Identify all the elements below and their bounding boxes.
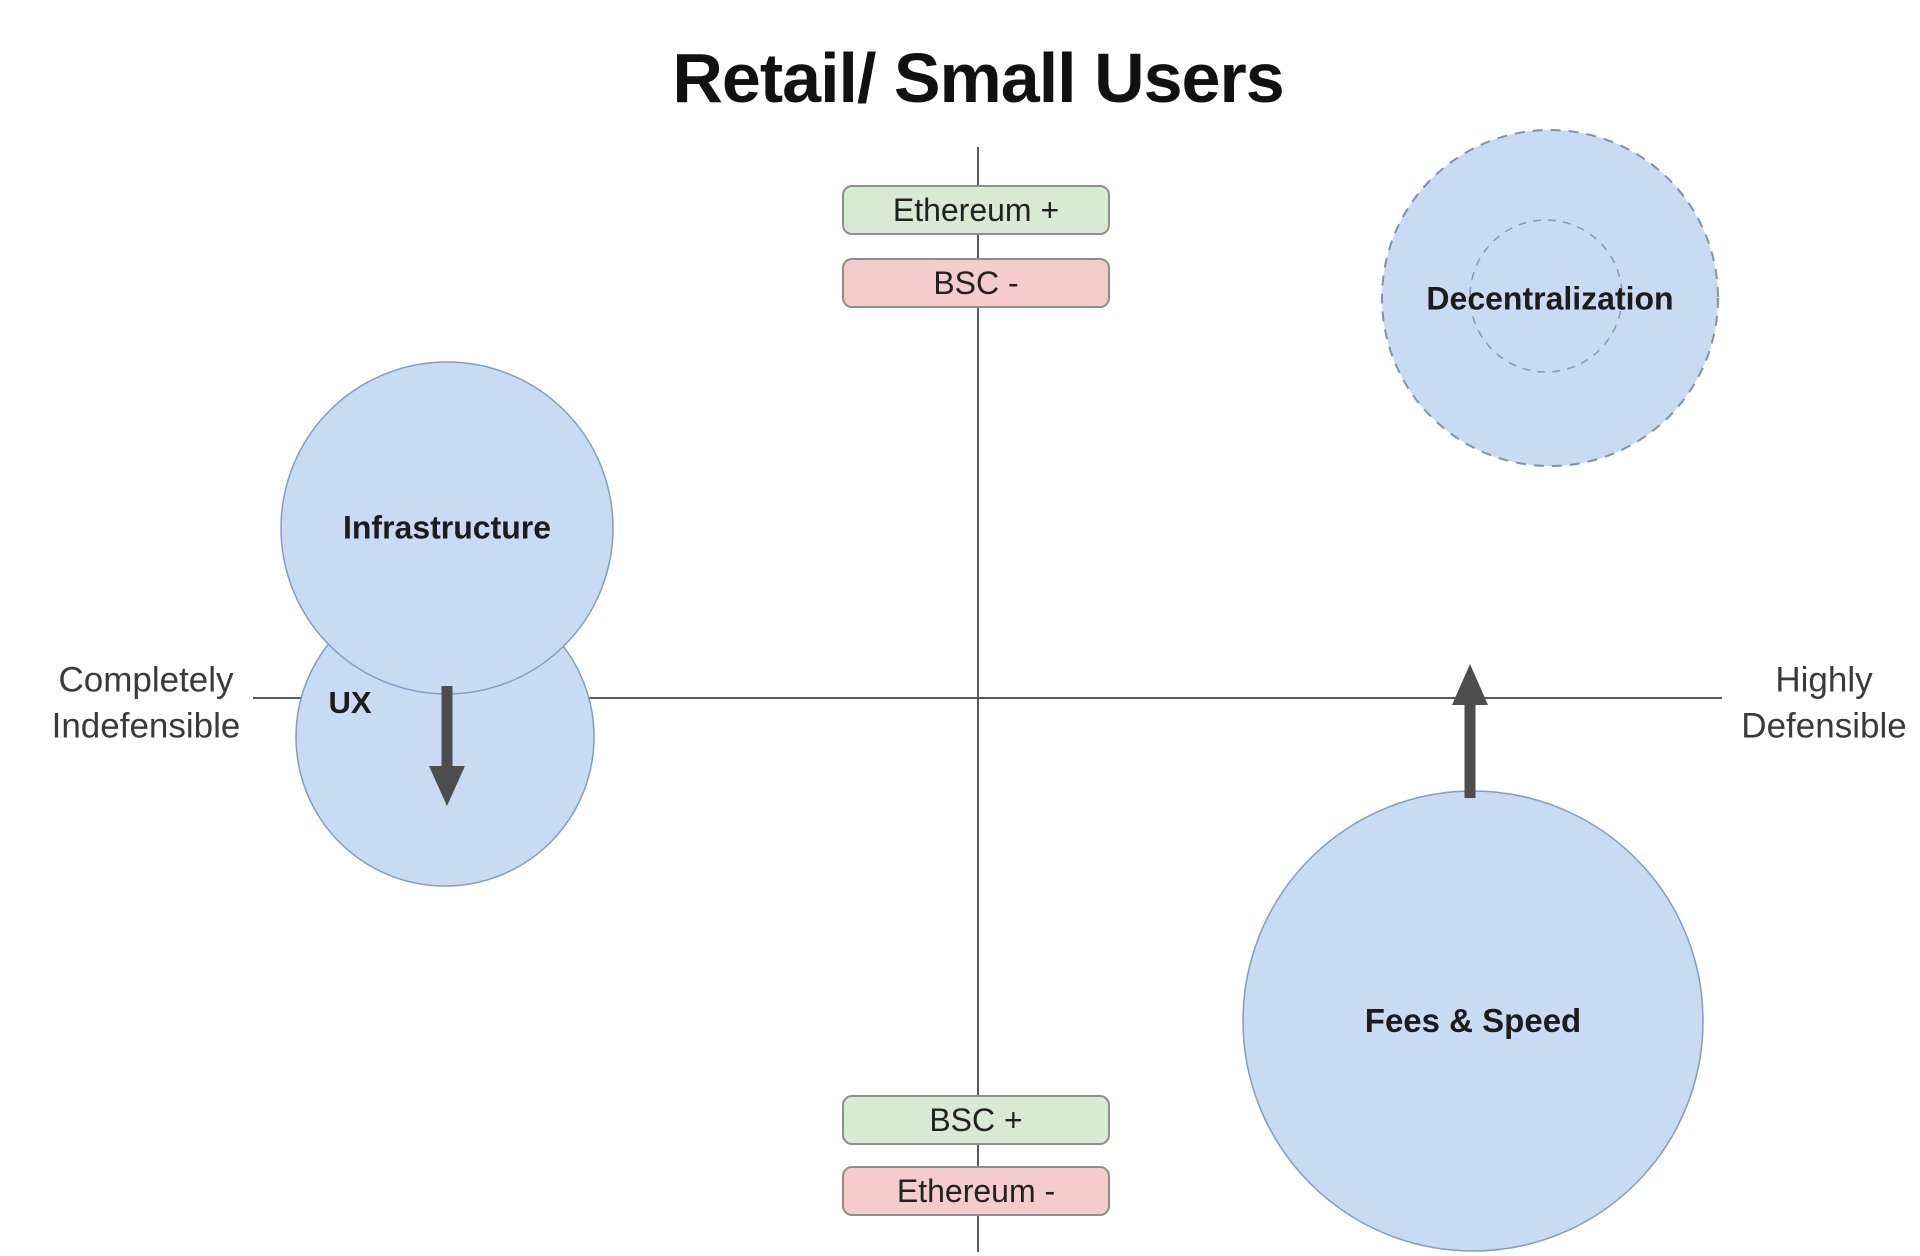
fees-speed-label: Fees & Speed <box>1364 1002 1582 1039</box>
infrastructure-label: Infrastructure <box>342 509 552 546</box>
axis-label-right: Highly Defensible <box>1741 658 1906 749</box>
axis-label-right-line1: Highly <box>1775 660 1873 700</box>
up-arrow <box>1452 664 1488 798</box>
axis-label-left-line2: Indefensible <box>51 706 241 745</box>
ethereum-plus-tag: Ethereum + <box>842 185 1110 235</box>
axis-label-left: Completely Indefensible <box>52 658 241 749</box>
axis-label-left-line1: Completely <box>58 660 234 700</box>
axis-label-right-line2: Defensible <box>1741 706 1907 745</box>
bsc-minus-tag: BSC - <box>842 258 1110 308</box>
decentralization-label: Decentralization <box>1426 280 1674 317</box>
bsc-plus-tag: BSC + <box>842 1095 1110 1145</box>
ux-label: UX <box>328 685 372 720</box>
decentralization-bubble-outer <box>1381 129 1719 467</box>
down-arrow <box>429 686 465 806</box>
decentralization-bubble-inner <box>1469 219 1623 373</box>
page-title: Retail/ Small Users <box>672 39 1284 117</box>
ethereum-minus-tag: Ethereum - <box>842 1166 1110 1216</box>
